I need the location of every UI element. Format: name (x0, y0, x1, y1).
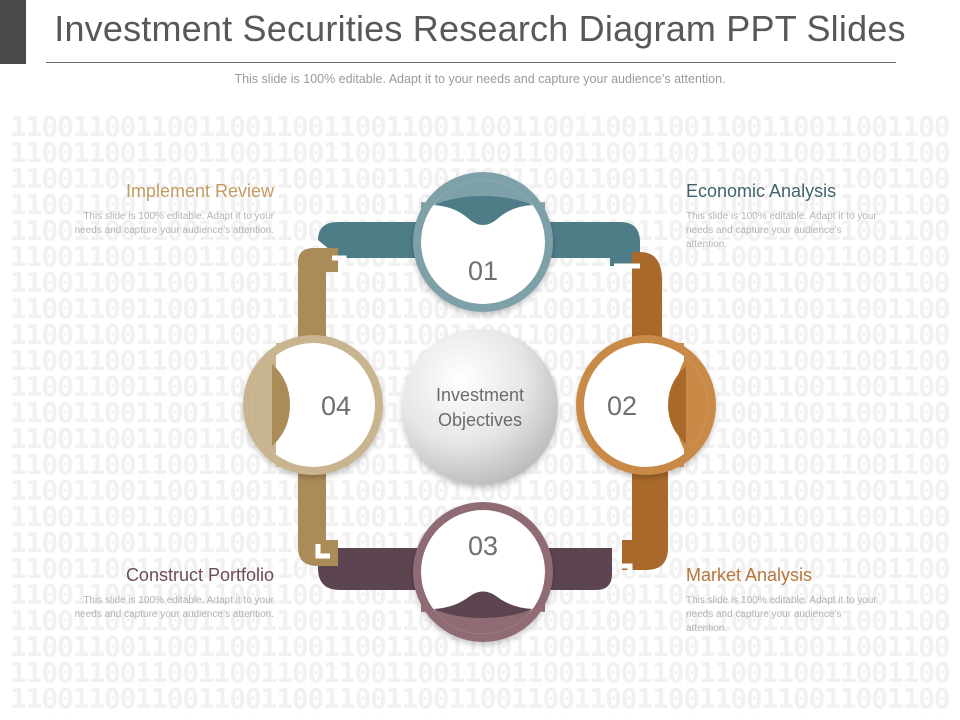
step-02-node: 02 (576, 335, 716, 475)
slide-title: Investment Securities Research Diagram P… (54, 8, 906, 49)
arm-top-right (548, 222, 640, 266)
step-02-number: 02 (607, 391, 637, 421)
implement-review-text: This slide is 100% editable. Adapt it to… (74, 211, 274, 236)
step-01-number: 01 (468, 256, 498, 286)
construct-portfolio-title: Construct Portfolio (125, 565, 274, 585)
step-03-node: 03 (413, 502, 553, 642)
economic-analysis-title: Economic Analysis (686, 181, 837, 201)
step-04-number: 04 (321, 391, 351, 421)
center-label-line2: Objectives (438, 410, 522, 430)
center-sphere (402, 329, 558, 485)
market-analysis-title: Market Analysis (686, 565, 813, 585)
market-analysis-text: This slide is 100% editable. Adapt it to… (686, 595, 877, 634)
arm-bottom-right (548, 548, 612, 590)
center-label-line1: Investment (436, 385, 524, 405)
corner-tab (0, 0, 26, 64)
title-divider (46, 62, 896, 63)
slide-subtitle: This slide is 100% editable. Adapt it to… (234, 72, 726, 86)
arm-bottom (318, 548, 420, 590)
construct-portfolio-text: This slide is 100% editable. Adapt it to… (74, 595, 274, 620)
step-04-node: 04 (243, 335, 383, 475)
arm-top (318, 222, 420, 258)
step-03-number: 03 (468, 531, 498, 561)
economic-analysis-text: This slide is 100% editable. Adapt it to… (686, 211, 877, 250)
step-01-node: 01 (413, 172, 553, 312)
implement-review-title: Implement Review (125, 181, 274, 201)
